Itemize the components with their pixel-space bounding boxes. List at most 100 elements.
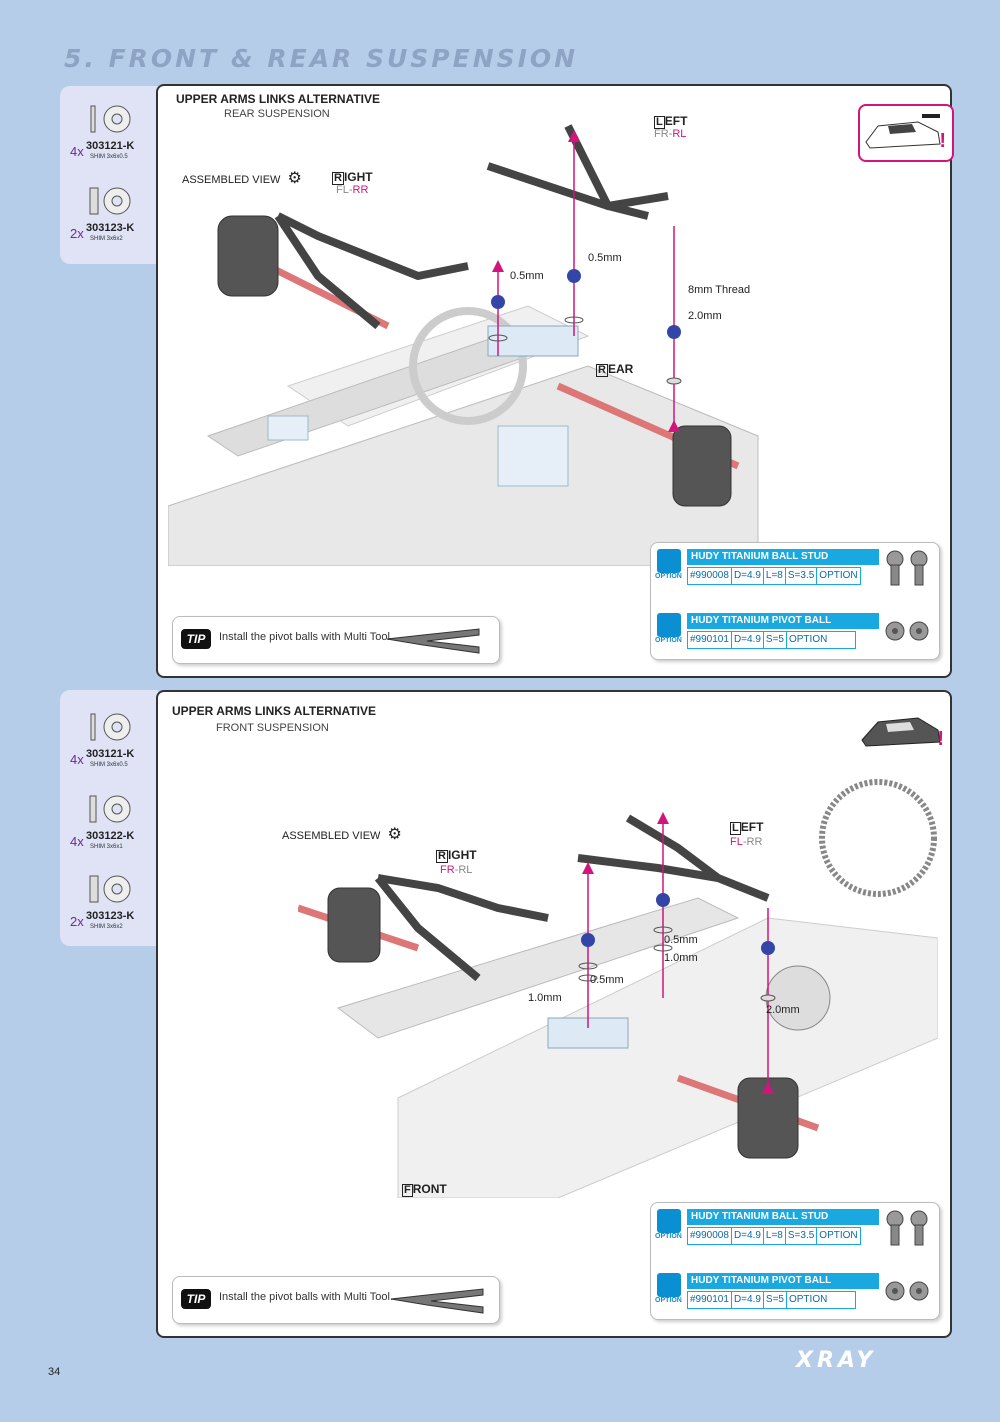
- shim-label: 0.5mm: [588, 252, 622, 264]
- part-qty: 4x: [70, 834, 84, 849]
- option-specs: #990008 D=4.9 L=8 S=3.5 OPTION: [687, 1227, 861, 1245]
- part-desc: SHIM 3x6x0.5: [90, 762, 128, 768]
- section-subheading: REAR SUSPENSION: [224, 108, 330, 120]
- option-row: OPTION HUDY TITANIUM BALL STUD #990008 D…: [655, 549, 883, 589]
- option-name: HUDY TITANIUM PIVOT BALL: [687, 1273, 879, 1289]
- page-number: 34: [48, 1366, 61, 1378]
- part-number: 303122-K: [86, 830, 135, 842]
- section-heading: UPPER ARMS LINKS ALTERNATIVE: [176, 92, 381, 106]
- right-side-codes: FL-RR: [336, 184, 368, 196]
- option-name: HUDY TITANIUM PIVOT BALL: [687, 613, 879, 629]
- spec-cell: L=8: [764, 1228, 786, 1244]
- rear-initial: R: [596, 364, 608, 377]
- right-word: IGHT: [343, 170, 373, 184]
- option-label: OPTION: [655, 637, 682, 644]
- front-assembly-illustration: [298, 779, 938, 1198]
- part-shim-front-3: 2x 303123-K SHIM 3x6x2: [60, 872, 158, 942]
- left-word: EFT: [664, 114, 688, 128]
- right-initial: R: [332, 172, 344, 185]
- car-icon: [861, 717, 941, 747]
- spec-cell: S=5: [764, 632, 787, 648]
- option-label: OPTION: [655, 573, 682, 580]
- part-shim-rear-1: 4x 303121-K SHIM 3x6x0.5: [60, 102, 158, 172]
- part-desc: SHIM 3x6x2: [90, 924, 123, 930]
- option-row: OPTION HUDY TITANIUM PIVOT BALL #990101 …: [655, 1273, 883, 1313]
- part-number: 303121-K: [86, 748, 135, 760]
- left-initial: L: [730, 822, 741, 835]
- code-b: RL: [672, 128, 687, 140]
- spec-cell: D=4.9: [732, 1292, 764, 1308]
- brand-logo: XRAY: [796, 1348, 877, 1373]
- section-heading: UPPER ARMS LINKS ALTERNATIVE: [172, 704, 377, 718]
- assembled-view-text: ASSEMBLED VIEW: [182, 174, 281, 186]
- part-number: 303123-K: [86, 910, 135, 922]
- code-a: FL-: [336, 184, 353, 196]
- shim-label: 0.5mm: [664, 934, 698, 946]
- section-subheading: FRONT SUSPENSION: [216, 722, 329, 734]
- page-title: 5. FRONT & REAR SUSPENSION: [64, 44, 579, 73]
- code-a: FR: [440, 864, 455, 876]
- rear-word: EAR: [607, 362, 634, 376]
- right-side-codes: FR-RL: [440, 864, 472, 876]
- part-qty: 4x: [70, 752, 84, 767]
- option-label: OPTION: [655, 1297, 682, 1304]
- option-name: HUDY TITANIUM BALL STUD: [687, 549, 879, 565]
- option-specs: #990101 D=4.9 S=5 OPTION: [687, 1291, 856, 1309]
- right-word: IGHT: [447, 848, 477, 862]
- front-suspension-panel: UPPER ARMS LINKS ALTERNATIVE FRONT SUSPE…: [156, 690, 952, 1338]
- shim-icon: [90, 713, 131, 741]
- code-b: RR: [352, 184, 369, 196]
- spec-cell: #990101: [688, 1292, 732, 1308]
- right-initial: R: [436, 850, 448, 863]
- part-shim-front-2: 4x 303122-K SHIM 3x6x1: [60, 792, 158, 862]
- tip-tag: TIP: [181, 1289, 211, 1309]
- code-a: FR-: [654, 128, 673, 140]
- rear-assembly-illustration: [168, 124, 759, 566]
- warning-icon: !: [937, 728, 944, 750]
- option-box: OPTION HUDY TITANIUM BALL STUD #990008 D…: [650, 542, 940, 660]
- part-qty: 2x: [70, 914, 84, 929]
- spec-cell: OPTION: [819, 1230, 858, 1241]
- shim-icon: [89, 187, 131, 215]
- shim-label: 1.0mm: [528, 992, 562, 1004]
- car-warning-badge: !: [858, 104, 954, 162]
- multi-tool-icon: [390, 1288, 484, 1314]
- car-icon: [865, 114, 941, 149]
- part-desc: SHIM 3x6x1: [90, 844, 123, 850]
- code-a: FL: [730, 836, 743, 848]
- ball-stud-icon: [886, 550, 928, 586]
- code-b: -RL: [454, 864, 473, 876]
- front-initial: F: [402, 1184, 413, 1197]
- part-shim-front-1: 4x 303121-K SHIM 3x6x0.5: [60, 710, 158, 780]
- left-side-codes: FR-RL: [654, 128, 686, 140]
- part-shim-rear-2: 2x 303123-K SHIM 3x6x2: [60, 184, 158, 254]
- assembled-view-label: ASSEMBLED VIEW ⚙: [282, 824, 402, 844]
- tip-text: Install the pivot balls with Multi Tool.: [219, 631, 394, 643]
- part-number: 303123-K: [86, 222, 135, 234]
- code-b: -RR: [742, 836, 763, 848]
- option-box: OPTION HUDY TITANIUM BALL STUD #990008 D…: [650, 1202, 940, 1320]
- car-warning-badge: !: [858, 704, 950, 758]
- assembled-view-label: ASSEMBLED VIEW ⚙: [182, 168, 302, 188]
- shim-icon: [89, 795, 131, 823]
- tip-box: TIP Install the pivot balls with Multi T…: [172, 616, 500, 664]
- front-word: RONT: [412, 1182, 447, 1196]
- spec-cell: D=4.9: [732, 1228, 764, 1244]
- spec-cell: S=3.5: [786, 1228, 818, 1244]
- assembled-view-text: ASSEMBLED VIEW: [282, 830, 381, 842]
- rear-suspension-panel: UPPER ARMS LINKS ALTERNATIVE REAR SUSPEN…: [156, 84, 954, 678]
- gear-icon: ⚙: [387, 826, 402, 843]
- option-label: OPTION: [655, 1233, 682, 1240]
- thumbs-up-icon: [657, 1273, 681, 1297]
- tip-box: TIP Install the pivot balls with Multi T…: [172, 1276, 500, 1324]
- spec-cell: D=4.9: [732, 568, 764, 584]
- shim-label: 2.0mm: [766, 1004, 800, 1016]
- pivot-ball-icon: [885, 1281, 929, 1301]
- pivot-ball-icon: [885, 621, 929, 641]
